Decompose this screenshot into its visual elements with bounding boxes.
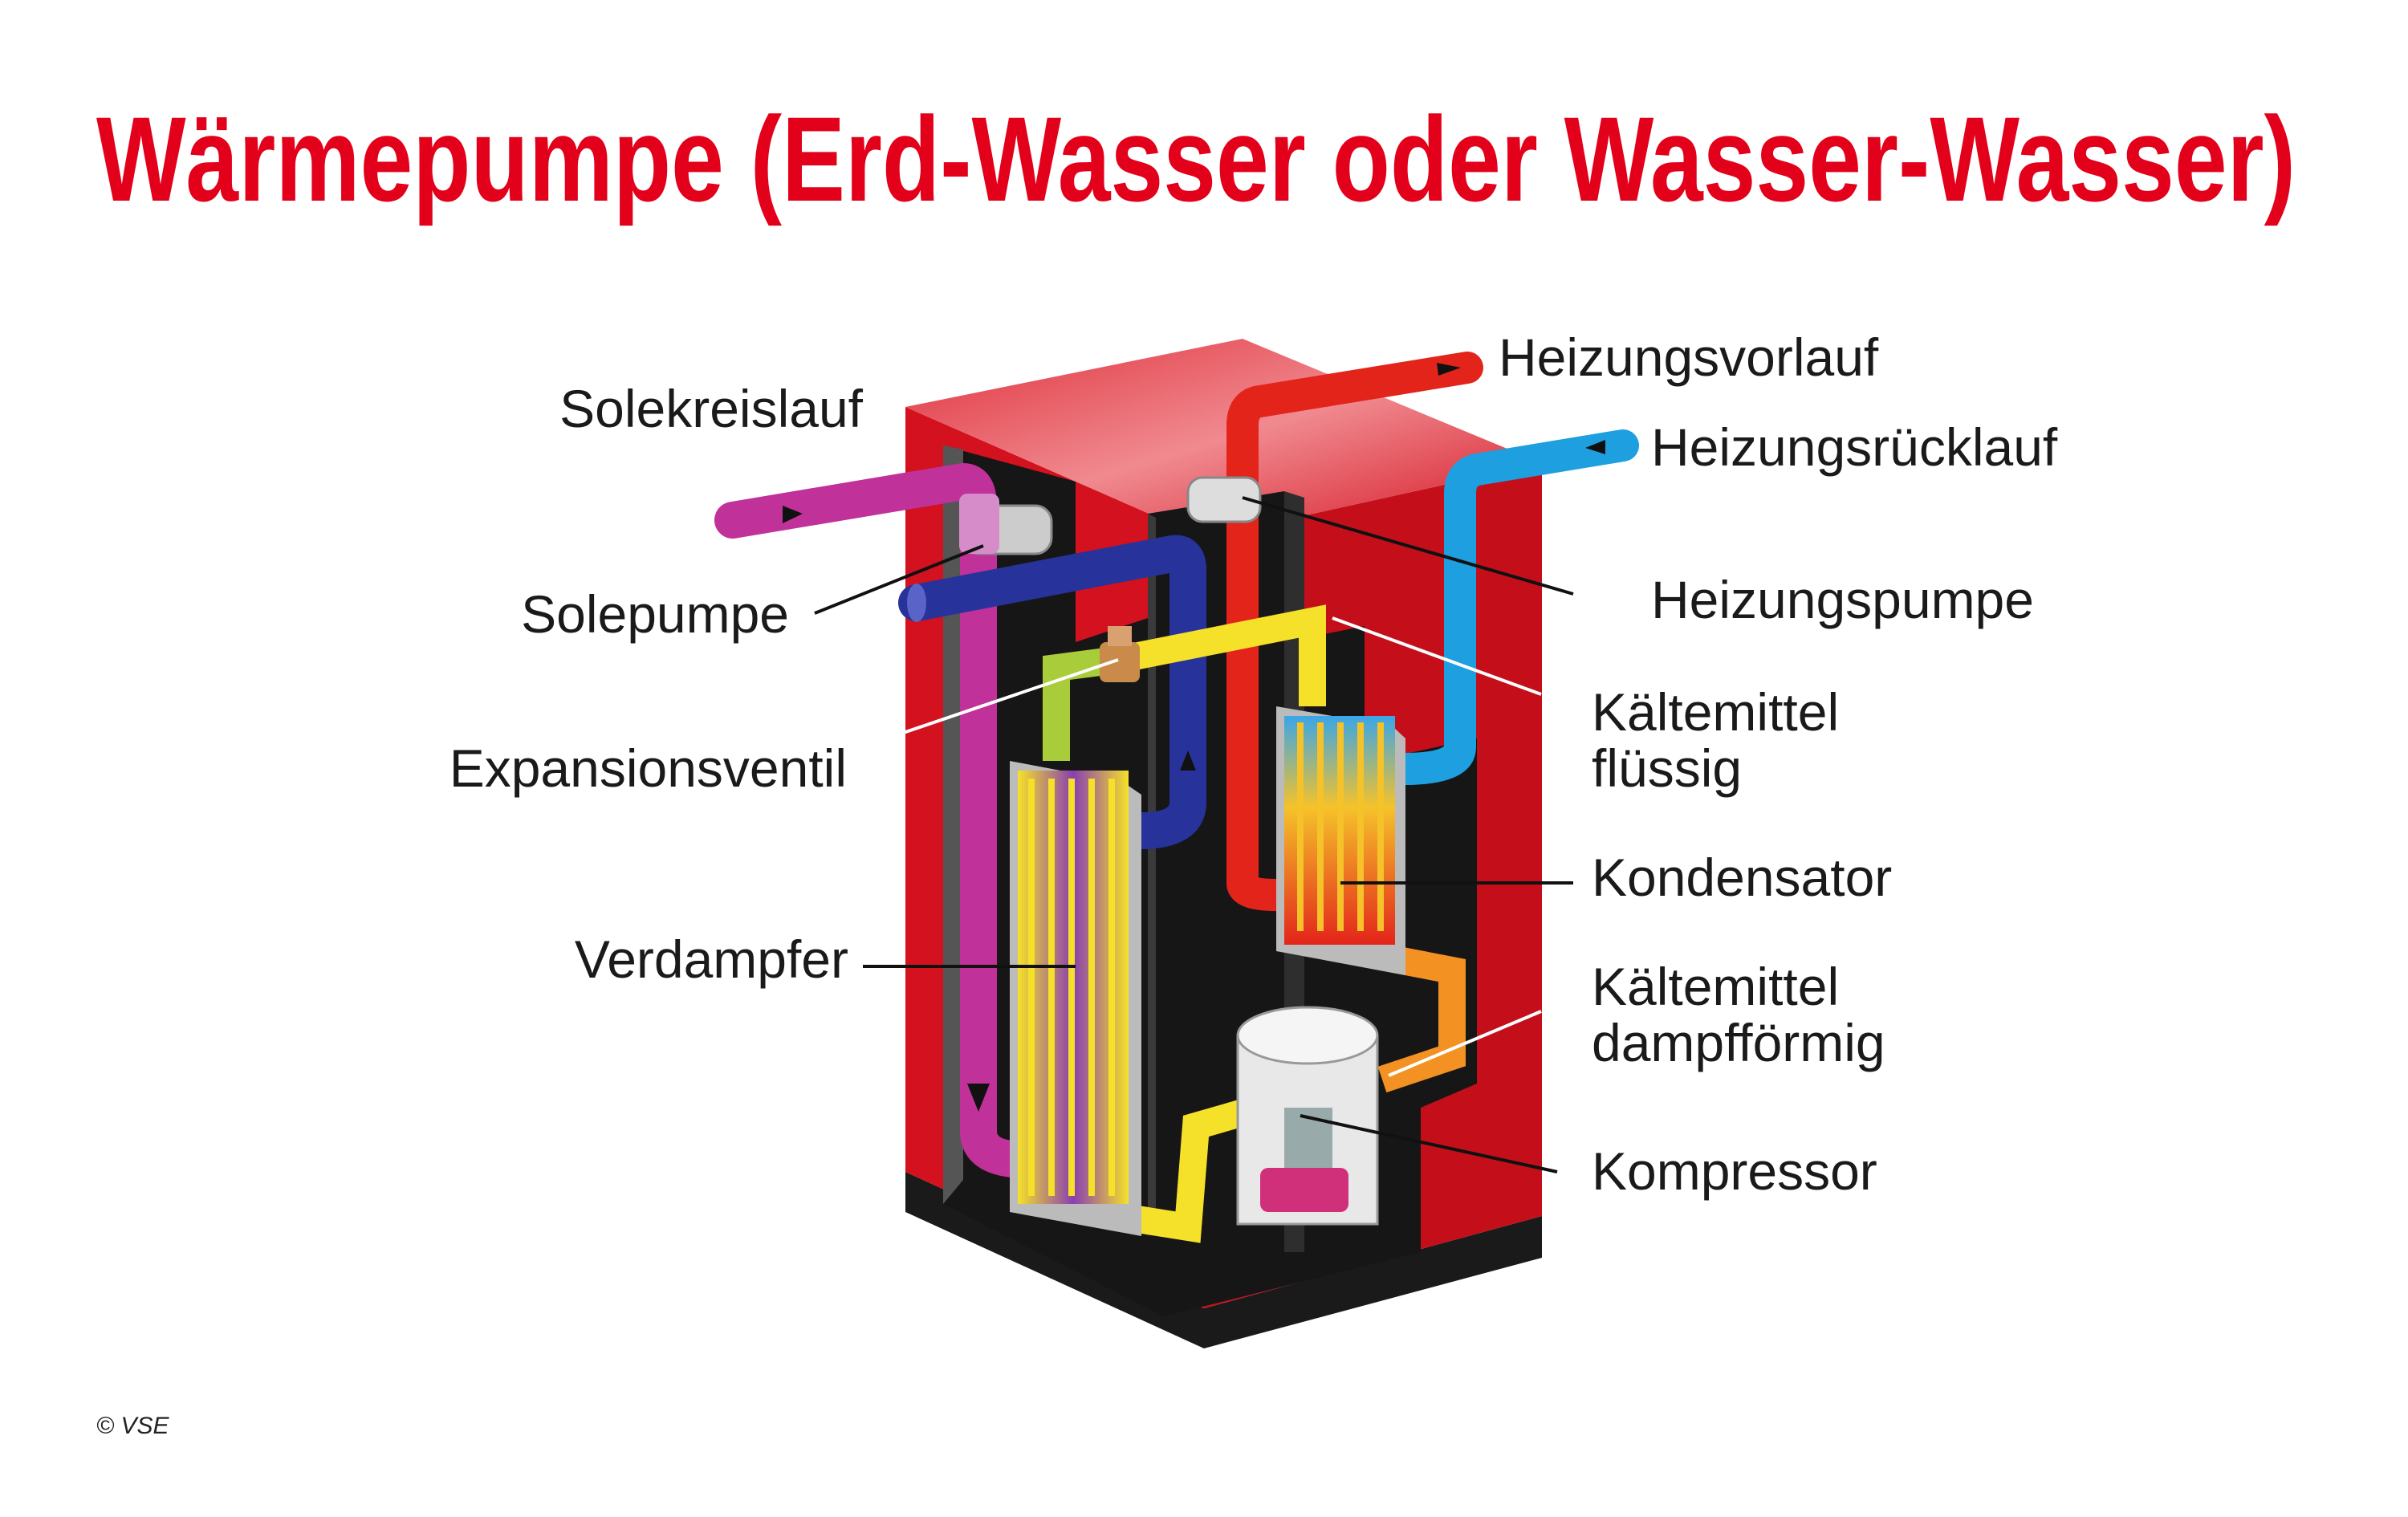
- label-solekreislauf: Solekreislauf: [559, 379, 864, 438]
- heating-pump: [1186, 476, 1262, 523]
- page-title: Wärmepumpe (Erd-Wasser oder Wasser-Wasse…: [96, 92, 2296, 226]
- label-verdampfer: Verdampfer: [575, 929, 848, 989]
- label-kaeltemittel-dampffoermig: Kältemittel: [1592, 957, 1839, 1016]
- label-heizungsvorlauf: Heizungsvorlauf: [1499, 327, 1879, 387]
- expansion-line: [1043, 646, 1121, 761]
- label-kaeltemittel-fluessig-2: flüssig: [1592, 738, 1742, 798]
- sole-pump: [959, 494, 1053, 555]
- label-solepumpe: Solepumpe: [521, 584, 789, 644]
- sole-circuit-pipe: [714, 462, 1046, 1178]
- label-kaeltemittel-dampffoermig-2: dampfförmig: [1592, 1013, 1885, 1072]
- evaporator: [1010, 761, 1141, 1236]
- compressor: [1236, 1006, 1379, 1226]
- refrigerant-liquid-line: [1115, 604, 1326, 706]
- expansion-valve: [1100, 626, 1140, 682]
- label-heizungsruecklauf: Heizungsrücklauf: [1651, 417, 2058, 477]
- heating-supply-pipe: [1226, 352, 1483, 911]
- copyright: © VSE: [96, 1413, 169, 1439]
- condenser: [1276, 706, 1405, 975]
- leader-lines: [814, 496, 1574, 1173]
- label-kondensator: Kondensator: [1592, 848, 1892, 907]
- label-heizungspumpe: Heizungspumpe: [1651, 570, 2034, 629]
- flow-arrow-icon: [967, 1084, 990, 1112]
- sole-return-pipe: [898, 535, 1206, 849]
- heating-return-pipe: [1389, 429, 1639, 785]
- label-kompressor: Kompressor: [1592, 1141, 1877, 1201]
- label-kaeltemittel-fluessig: Kältemittel: [1592, 682, 1839, 742]
- label-expansionsventil: Expansionsventil: [449, 738, 847, 798]
